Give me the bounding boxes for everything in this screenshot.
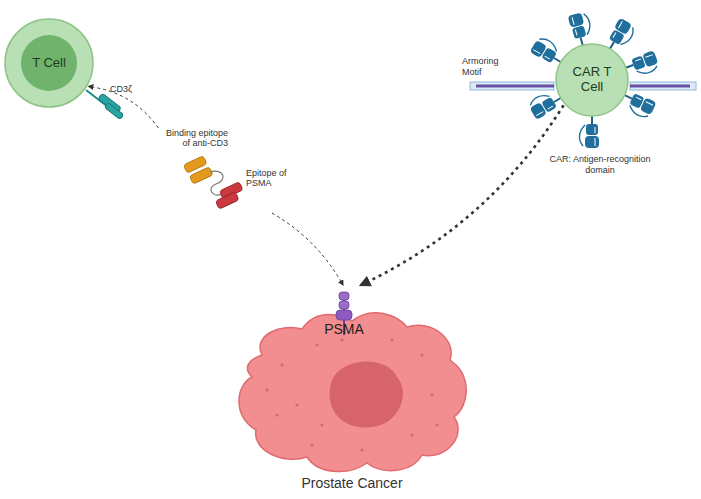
receptor-label: CD3ζ [110,84,150,95]
dashed-arrow [361,105,564,285]
prostate-cancer-cell-outline [222,285,482,497]
t-cell-circle: T Cell [3,17,95,109]
car-t-cell-circle: CAR T Cell [554,42,630,118]
domain-label: CAR: Antigen-recognition domain [548,154,652,176]
car-receptors [527,11,660,148]
cd3-receptor [86,90,124,120]
node-text: Epitope of PSMA [246,168,298,189]
bispecific-antibody: Binding epitope of anti-CD3Epitope of PS… [140,128,320,213]
node-text: PSMA [304,321,384,337]
bispecific-antibody-outline [140,128,320,213]
dashed-arrow [272,213,343,285]
motif-label: Armoring Motif [462,56,512,78]
node-text: Binding epitope of anti-CD3 [160,128,228,149]
prostate-cancer-cell: PSMA Prostate Cancer [222,285,482,497]
node-text: CAR T Cell [554,42,630,118]
node-text: T Cell [3,17,95,109]
node-text: Prostate Cancer [222,475,482,491]
